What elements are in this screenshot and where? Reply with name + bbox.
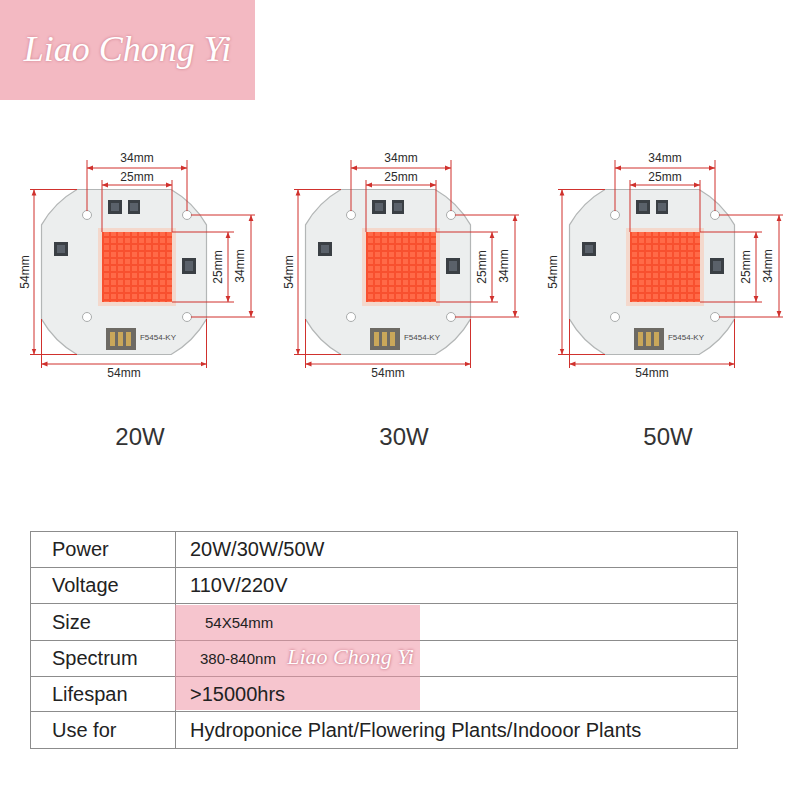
cob-led-board	[30, 160, 255, 368]
cob-led-board	[294, 160, 519, 368]
watermark-box: Liao Chong Yi	[0, 0, 255, 100]
dimension-label: 25mm	[740, 250, 752, 283]
table-cell: Size	[52, 612, 91, 632]
table-cell: Lifespan	[52, 684, 128, 704]
table-cell: 110V/220V	[190, 575, 288, 595]
dimension-label: 34mm	[648, 152, 681, 164]
dimension-label: 25mm	[476, 250, 488, 283]
dimension-label: 34mm	[762, 249, 774, 282]
wattage-caption: 30W	[379, 425, 428, 449]
dimension-label: 54mm	[635, 367, 668, 379]
part-marking: F5454-KY	[404, 334, 440, 342]
wattage-caption: 50W	[643, 425, 692, 449]
table-cell: Hydroponice Plant/Flowering Plants/Indoo…	[190, 720, 641, 740]
table-cell: Use for	[52, 720, 116, 740]
dimension-label: 54mm	[107, 367, 140, 379]
table-cell: Voltage	[52, 575, 119, 595]
dimension-label: 34mm	[384, 152, 417, 164]
dimension-label: 54mm	[19, 255, 31, 288]
table-cell: 20W/30W/50W	[190, 539, 324, 559]
table-cell: 54X54mm	[205, 614, 273, 629]
dimension-label: 34mm	[120, 152, 153, 164]
table-cell: Power	[52, 539, 109, 559]
dimension-label: 54mm	[547, 255, 559, 288]
dimension-label: 25mm	[384, 171, 417, 183]
dimension-label: 54mm	[371, 367, 404, 379]
spec-table-grid	[30, 531, 738, 749]
dimension-label: 34mm	[234, 249, 246, 282]
part-marking: F5454-KY	[140, 334, 176, 342]
dimension-label: 25mm	[212, 250, 224, 283]
table-cell: 380-840nm	[200, 651, 276, 666]
dimension-label: 54mm	[283, 255, 295, 288]
cob-led-board	[558, 160, 783, 368]
table-cell: >15000hrs	[190, 684, 285, 704]
table-cell: Spectrum	[52, 648, 138, 668]
dimension-label: 25mm	[648, 171, 681, 183]
part-marking: F5454-KY	[668, 334, 704, 342]
watermark-text: Liao Chong Yi	[287, 645, 414, 669]
dimension-label: 25mm	[120, 171, 153, 183]
dimension-label: 34mm	[498, 249, 510, 282]
wattage-caption: 20W	[115, 425, 164, 449]
watermark-text: Liao Chong Yi	[24, 30, 231, 70]
